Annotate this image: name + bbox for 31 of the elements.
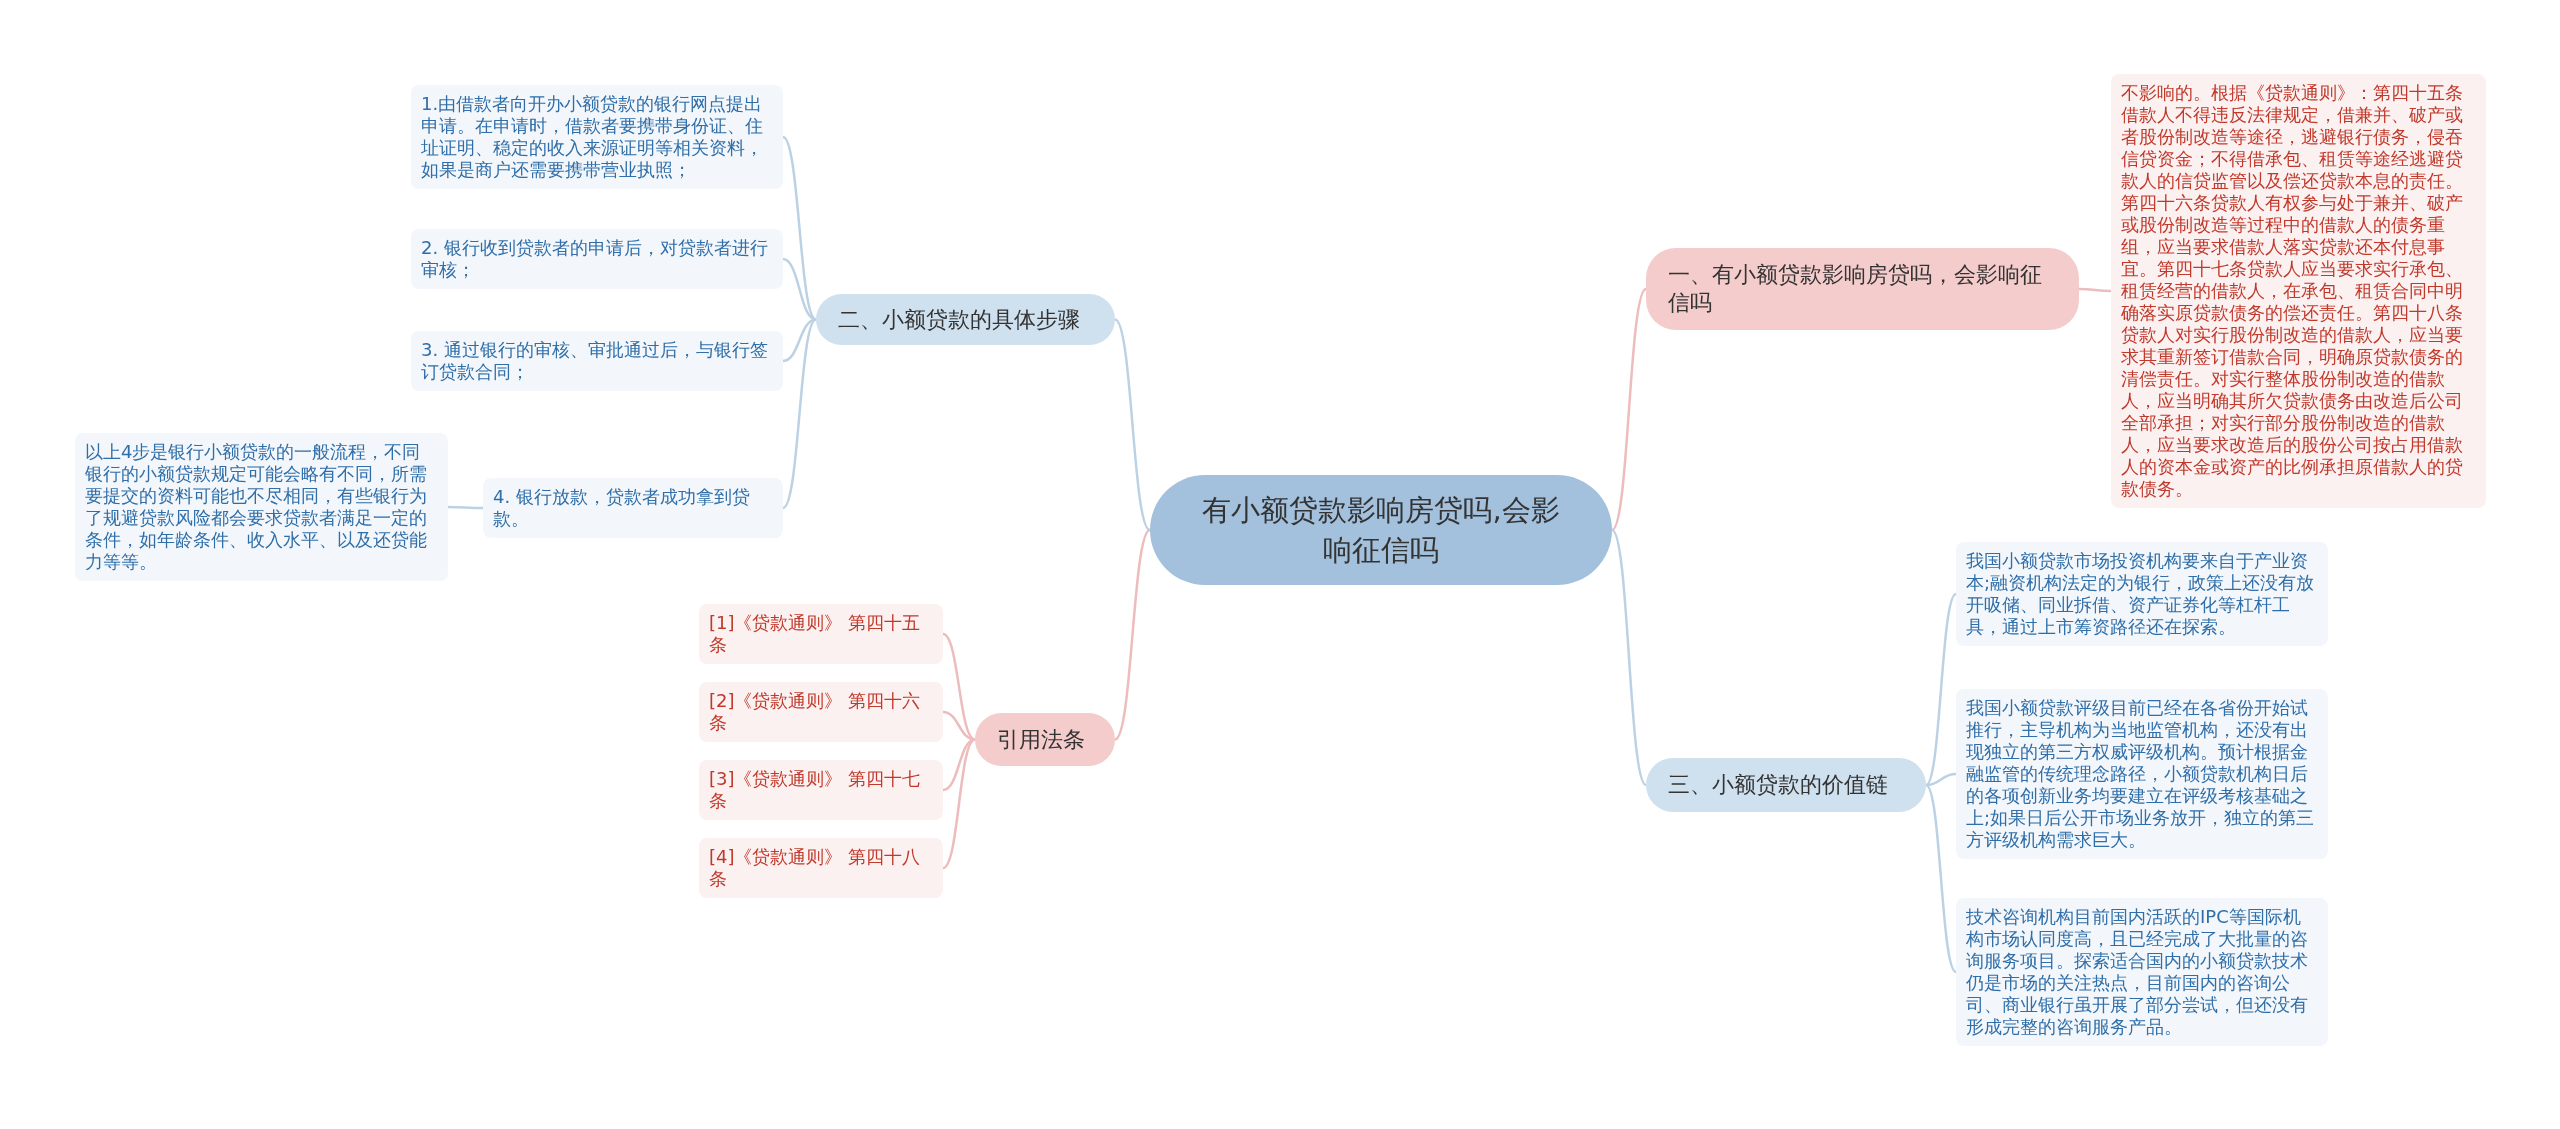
reference-box: [1]《贷款通则》 第四十五条 xyxy=(699,604,943,664)
step-box: 3. 通过银行的审核、审批通过后，与银行签订贷款合同； xyxy=(411,331,783,391)
connector-line xyxy=(942,632,976,741)
branch-topic: 三、小额贷款的价值链 xyxy=(1646,758,1926,812)
connector-line xyxy=(1114,318,1151,531)
step-box: 2. 银行收到贷款者的申请后，对贷款者进行审核； xyxy=(411,229,783,289)
central-topic: 有小额贷款影响房贷吗,会影响征信吗 xyxy=(1150,475,1612,585)
note-box: 不影响的。根据《贷款通则》：第四十五条借款人不得违反法律规定，借兼并、破产或者股份制改造等途径，逃避银行债务，侵吞信贷资金；不得借承包、租赁等途经逃避贷款人的信贷监管以及偿还贷款本息的责任。第四十六条贷款人有权参与处于兼并、破产或股份制改造等过程中的借款人的债务重组，应当要求借款人落实贷款还本付息事宜。第四十七条贷款人应当要求实行承包、租赁经营的借款人，在承包、租赁合同中明确落实原贷款债务的偿还责任。第四十八条贷款人对实行股份制改造的借款人，应当要求其重新签订借款合同，明确原贷款债务的清偿责任。对实行整体股份制改造的借款人，应当明确其所欠贷款债务由改造后公司全部承担；对实行部分股份制改造的借款人，应当要求改造后的股份公司按占用借款人的资本金或资产的比例承担原借款人的贷款债务。 xyxy=(2111,74,2486,508)
connector-line xyxy=(1611,529,1647,786)
connector-line xyxy=(2079,287,2111,293)
step-box: 1.由借款者向开办小额贷款的银行网点提出申请。在申请时，借款者要携带身份证、住址证明、稳定的收入来源证明等相关资料，如果是商户还需要携带营业执照； xyxy=(411,85,783,189)
detail-box: 技术咨询机构目前国内活跃的IPC等国际机构市场认同度高，且已经完成了大批量的咨询服务项目。探索适合国内的小额贷款技术仍是市场的关注热点，目前国内的咨询公司、商业银行虽开展了部分尝试，但还没有形成完整的咨询服务产品。 xyxy=(1956,898,2328,1046)
connector-line xyxy=(1611,288,1647,531)
reference-box: [2]《贷款通则》 第四十六条 xyxy=(699,682,943,742)
connector-line xyxy=(1925,593,1957,786)
reference-box: [3]《贷款通则》 第四十七条 xyxy=(699,760,943,820)
connector-line xyxy=(942,738,976,870)
connector-line xyxy=(1114,529,1151,741)
branch-topic: 引用法条 xyxy=(975,713,1115,766)
step-box: 4. 银行放款，贷款者成功拿到贷款。 xyxy=(483,478,783,538)
connector-line xyxy=(782,318,817,509)
connector-line xyxy=(448,505,483,510)
connector-line xyxy=(1925,772,1957,787)
detail-box: 我国小额贷款市场投资机构要来自于产业资本;融资机构法定的为银行，政策上还没有放开吸储、同业拆借、资产证券化等杠杆工具，通过上市筹资路径还在探索。 xyxy=(1956,542,2328,646)
branch-topic: 二、小额贷款的具体步骤 xyxy=(816,294,1115,345)
connector-line xyxy=(782,136,817,321)
detail-box: 我国小额贷款评级目前已经在各省份开始试推行，主导机构为当地监管机构，还没有出现独立的第三方权威评级机构。预计根据金融监管的传统理念路径，小额贷款机构日后的各项创新业务均要建立在评级考核基础之上;如果日后公开市场业务放开，独立的第三方评级机构需求巨大。 xyxy=(1956,689,2328,859)
connector-line xyxy=(1925,784,1957,973)
note-box: 以上4步是银行小额贷款的一般流程，不同银行的小额贷款规定可能会略有不同，所需要提交的资料可能也不尽相同，有些银行为了规避贷款风险都会要求贷款者满足一定的条件，如年龄条件、收入水平、以及还贷能力等等。 xyxy=(75,433,448,581)
branch-topic: 一、有小额贷款影响房贷吗，会影响征信吗 xyxy=(1646,248,2079,330)
reference-box: [4]《贷款通则》 第四十八条 xyxy=(699,838,943,898)
